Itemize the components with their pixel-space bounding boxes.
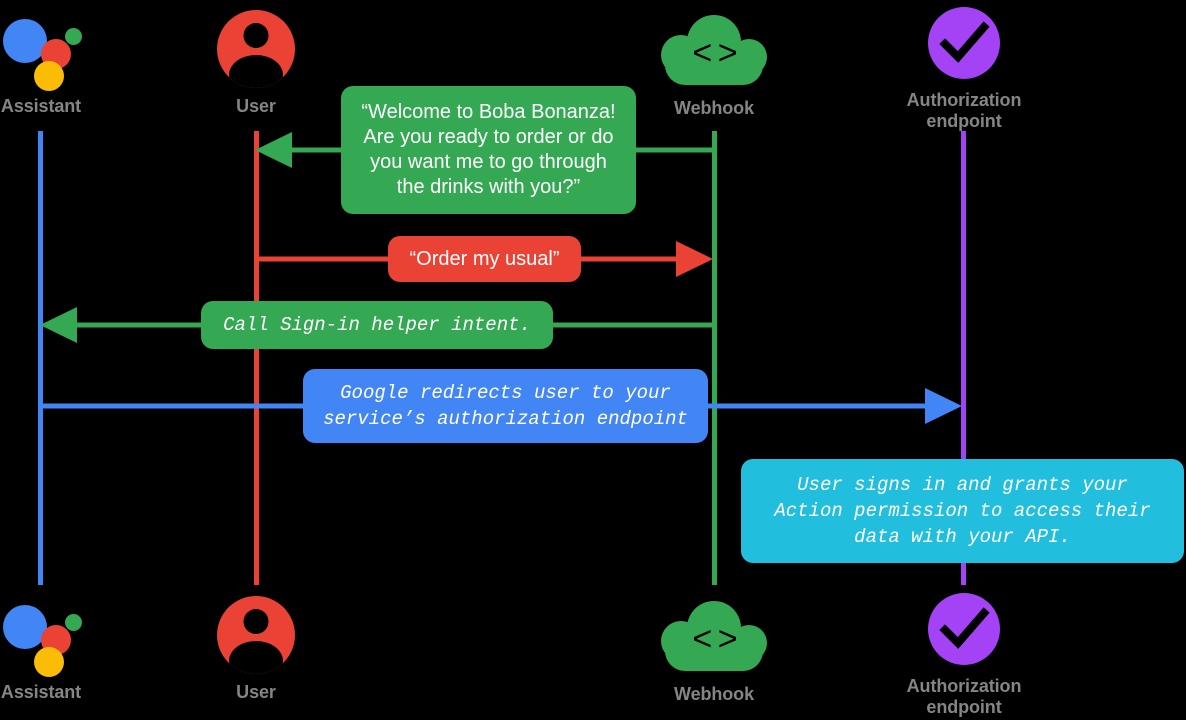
webhook-icon-wrap-bottom: < >: [624, 594, 804, 680]
user-avatar-icon: [217, 596, 295, 674]
message-bubble-user-signs-in: User signs in and grants your Action per…: [741, 459, 1184, 563]
check-mark-icon: [939, 607, 990, 649]
actor-header-user-top: User: [166, 6, 346, 117]
assistant-dot-green-icon: [65, 28, 82, 45]
message-text-call-signin-helper: Call Sign-in helper intent.: [223, 314, 531, 336]
user-avatar-body-shape: [229, 55, 283, 88]
actor-label-user-top: User: [236, 96, 276, 116]
purple-check-circle-icon: [928, 7, 1000, 79]
assistant-dot-green-icon: [65, 614, 82, 631]
code-brackets-icon: < >: [692, 620, 737, 658]
actor-header-auth-endpoint-top: Authorization endpoint: [874, 0, 1054, 131]
actor-footer-webhook-bottom: < > Webhook: [624, 594, 804, 705]
cloud-code-icon: < >: [661, 15, 767, 87]
actor-footer-user-bottom: User: [166, 592, 346, 703]
assistant-dot-yellow-icon: [34, 61, 64, 91]
message-bubble-welcome: “Welcome to Boba Bonanza! Are you ready …: [341, 86, 636, 214]
lifeline-webhook: [712, 131, 717, 585]
google-assistant-dots-icon: [1, 595, 82, 677]
actor-label-auth-endpoint-bottom: Authorization endpoint: [906, 676, 1022, 717]
cloud-puff-right: [731, 39, 767, 75]
webhook-icon-wrap-top: < >: [624, 8, 804, 94]
actor-label-user-bottom: User: [236, 682, 276, 702]
assistant-dot-blue-icon: [3, 19, 47, 63]
lifeline-assistant: [38, 131, 43, 585]
lifeline-user: [254, 131, 259, 585]
assistant-dot-blue-icon: [3, 605, 47, 649]
actor-header-assistant-top: Assistant: [0, 6, 131, 117]
lifeline-auth-endpoint: [961, 131, 966, 585]
message-text-welcome: “Welcome to Boba Bonanza! Are you ready …: [361, 101, 616, 198]
cloud-puff-top: [687, 601, 741, 655]
assistant-icon-wrap-bottom: [0, 592, 131, 678]
assistant-icon-wrap-top: [0, 6, 131, 92]
purple-check-circle-icon: [928, 593, 1000, 665]
code-brackets-icon: < >: [692, 34, 737, 72]
cloud-puff-right: [731, 625, 767, 661]
cloud-puff-top: [687, 15, 741, 69]
message-text-user-signs-in: User signs in and grants your Action per…: [774, 474, 1151, 548]
message-bubble-call-signin-helper: Call Sign-in helper intent.: [201, 301, 553, 349]
message-text-order-my-usual: “Order my usual”: [409, 247, 560, 270]
actor-footer-assistant-bottom: Assistant: [0, 592, 131, 703]
google-assistant-dots-icon: [1, 9, 82, 91]
actor-label-auth-endpoint-top: Authorization endpoint: [906, 90, 1022, 131]
cloud-puff-left: [661, 621, 701, 661]
actor-label-assistant-bottom: Assistant: [0, 682, 82, 702]
message-bubble-google-redirect: Google redirects user to your service’s …: [303, 369, 708, 443]
user-avatar-icon: [217, 10, 295, 88]
message-bubble-order-my-usual: “Order my usual”: [388, 236, 581, 282]
actor-label-assistant-top: Assistant: [0, 96, 82, 116]
actor-header-webhook-top: < > Webhook: [624, 8, 804, 119]
actor-label-webhook-top: Webhook: [674, 98, 754, 118]
user-avatar-head-shape: [243, 23, 269, 48]
assistant-dot-red-icon: [41, 39, 71, 69]
auth-icon-wrap-bottom: [874, 586, 1054, 672]
message-text-google-redirect: Google redirects user to your service’s …: [323, 382, 688, 430]
user-avatar-body-shape: [229, 641, 283, 674]
user-icon-wrap-top: [166, 6, 346, 92]
actor-footer-auth-endpoint-bottom: Authorization endpoint: [874, 586, 1054, 717]
cloud-puff-left: [661, 35, 701, 75]
assistant-dot-yellow-icon: [34, 647, 64, 677]
user-icon-wrap-bottom: [166, 592, 346, 678]
cloud-base: [665, 45, 763, 85]
assistant-dot-red-icon: [41, 625, 71, 655]
check-mark-icon: [939, 21, 990, 63]
cloud-code-icon: < >: [661, 601, 767, 673]
auth-icon-wrap-top: [874, 0, 1054, 86]
user-avatar-head-shape: [243, 609, 269, 634]
actor-label-webhook-bottom: Webhook: [674, 684, 754, 704]
cloud-base: [665, 631, 763, 671]
